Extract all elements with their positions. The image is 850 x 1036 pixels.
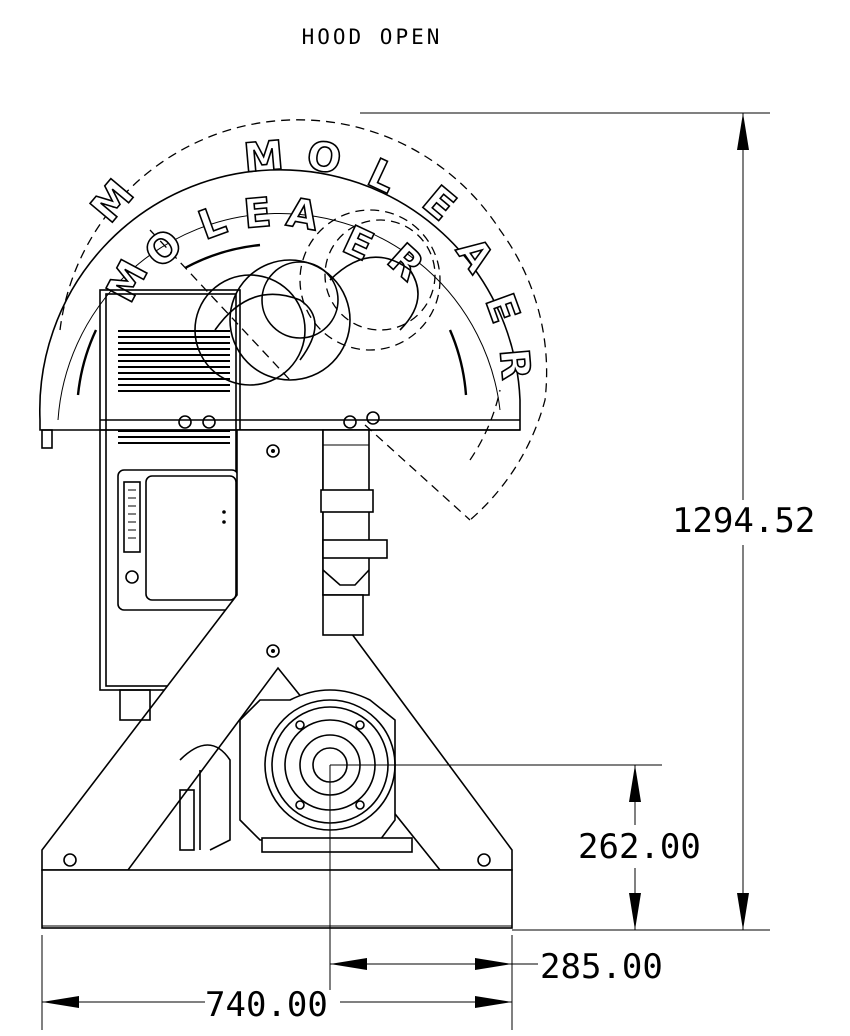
svg-text:L: L [193, 197, 233, 249]
dim-overall-height: 1294.52 [672, 501, 815, 541]
svg-text:R: R [378, 235, 432, 290]
dim-outlet-height: 262.00 [578, 827, 701, 867]
view-title: HOOD OPEN [302, 25, 443, 49]
pump-motor [239, 689, 413, 853]
vent-louvers [118, 330, 230, 444]
top-fasteners [178, 411, 380, 429]
svg-text:E: E [476, 288, 529, 329]
svg-text:A: A [447, 229, 502, 281]
svg-text:E: E [242, 190, 273, 238]
dim-overall-width: 740.00 [205, 985, 328, 1025]
hood-outline [39, 119, 548, 521]
dim-outlet-offset: 285.00 [540, 947, 663, 987]
svg-text:A: A [283, 190, 322, 241]
svg-text:E: E [336, 217, 380, 270]
dimension-lines [41, 112, 770, 1030]
base-plate [41, 869, 513, 929]
hood-logo-outer: M O L E A E R [97, 189, 432, 311]
svg-text:M: M [242, 133, 286, 182]
svg-text:E: E [414, 177, 465, 230]
svg-text:M: M [82, 171, 143, 231]
pump-column [320, 429, 388, 636]
svg-text:R: R [490, 347, 539, 382]
piping [119, 689, 231, 851]
fan-swirl-graphic [194, 209, 441, 386]
svg-text:M: M [98, 253, 157, 310]
svg-text:O: O [303, 133, 344, 184]
svg-text:L: L [361, 150, 404, 202]
